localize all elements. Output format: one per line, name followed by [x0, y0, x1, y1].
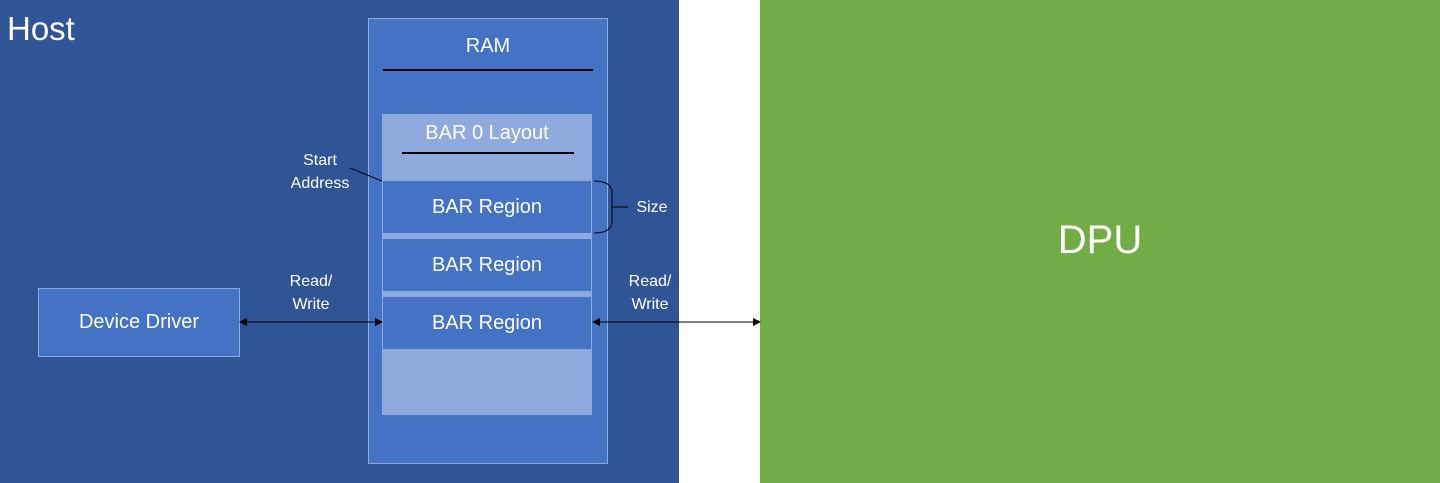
- bar0-title-underline: [402, 152, 574, 154]
- dpu-rw-line1: Read/: [628, 273, 672, 290]
- dpu-panel: DPU: [760, 0, 1440, 483]
- dpu-title: DPU: [1057, 218, 1143, 262]
- driver-read-write-label: Read/ Write: [275, 270, 347, 316]
- start-address-line1: Start: [303, 152, 337, 169]
- dpu-rw-line2: Write: [631, 296, 669, 313]
- start-address-pointer: [349, 167, 383, 182]
- bar-region-3: BAR Region: [382, 296, 592, 350]
- size-brace: [593, 180, 613, 234]
- start-address-label: Start Address: [280, 149, 360, 195]
- bar-region-1: BAR Region: [382, 180, 592, 234]
- host-title: Host: [7, 10, 75, 47]
- driver-rw-line2: Write: [292, 296, 330, 313]
- bar0-layout-title: BAR 0 Layout: [425, 122, 549, 144]
- ram-title-underline: [383, 69, 593, 71]
- bar-region-2: BAR Region: [382, 238, 592, 292]
- start-address-line2: Address: [290, 175, 350, 192]
- dpu-read-write-label: Read/ Write: [614, 270, 686, 316]
- ram-title: RAM: [465, 35, 511, 57]
- driver-rw-line1: Read/: [289, 273, 333, 290]
- size-label: Size: [636, 199, 668, 216]
